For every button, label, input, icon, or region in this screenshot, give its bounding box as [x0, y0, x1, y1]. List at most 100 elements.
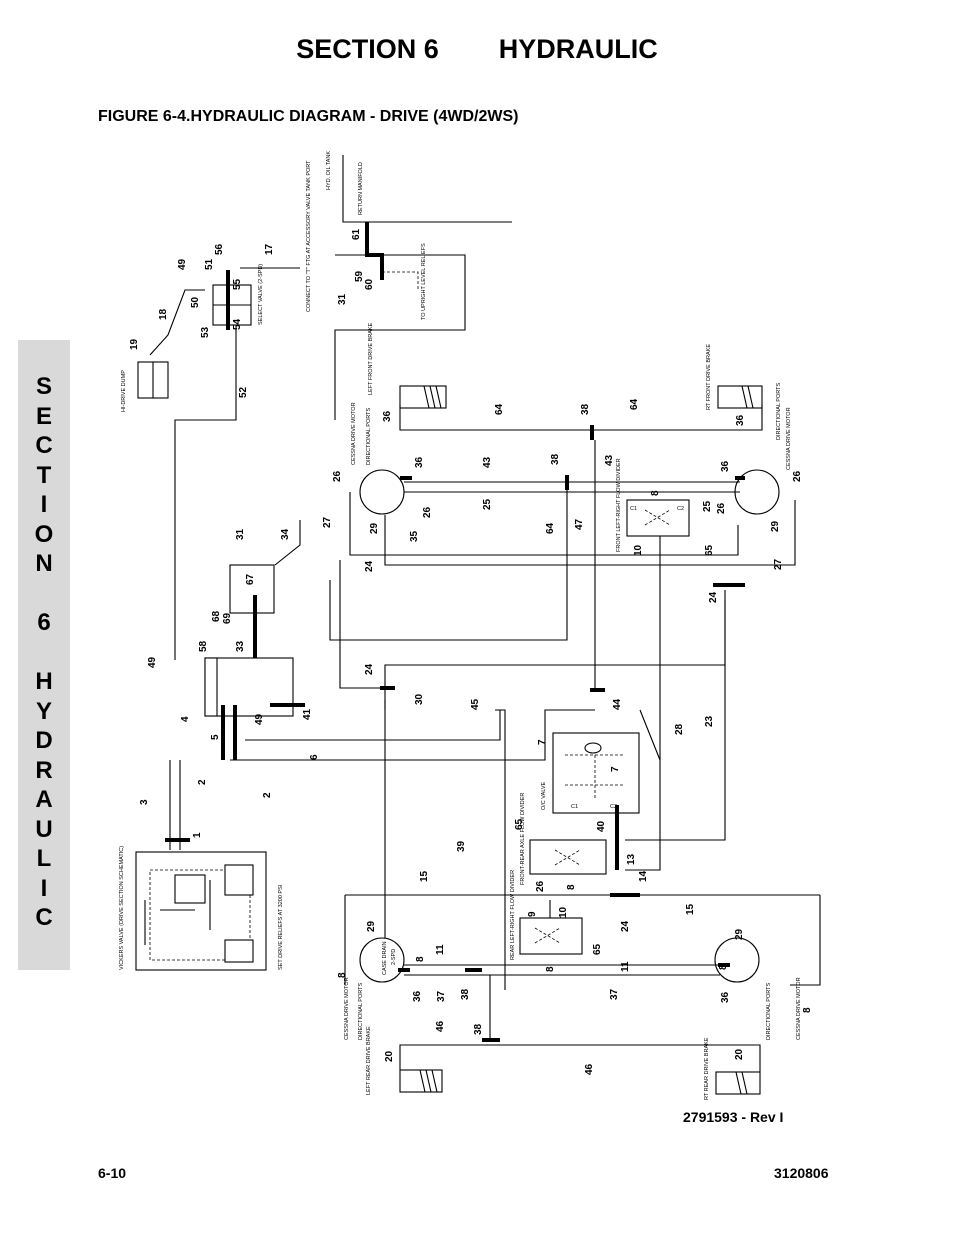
callout-8e: 8	[718, 964, 729, 970]
callout-36e: 36	[412, 990, 423, 1002]
select-valve-label: SELECT VALVE (2-SPD)	[258, 264, 264, 325]
callout-25b: 25	[702, 500, 713, 512]
callout-37b: 37	[609, 988, 620, 1000]
callout-7a: 7	[537, 739, 548, 745]
side-tab-letter: T	[36, 461, 52, 489]
line-24-right	[384, 590, 726, 710]
upright-level-line	[382, 271, 419, 290]
line-23	[625, 600, 726, 841]
set-relief-label: SET DRIVE RELIEFS AT 3200 PSI	[278, 884, 284, 970]
vickers-valve-label: VICKERS VALVE (DRIVE SECTION SCHEMATIC)	[119, 846, 125, 970]
callout-20a: 20	[384, 1050, 395, 1062]
callout-38d: 38	[473, 1023, 484, 1035]
callout-8g: 8	[802, 1007, 813, 1013]
callout-59: 59	[354, 270, 365, 282]
callout-19: 19	[129, 338, 140, 350]
line-64-mid	[329, 490, 568, 641]
callout-18: 18	[158, 308, 169, 320]
callout-49b: 49	[147, 656, 158, 668]
side-tab-letter: E	[35, 402, 52, 430]
hyd-oil-tank-label: HYD. OIL TANK	[326, 151, 332, 190]
callout-27b: 27	[773, 558, 784, 570]
callout-5: 5	[210, 734, 221, 740]
callout-27a: 27	[322, 516, 333, 528]
left-front-motor	[359, 469, 405, 515]
callout-29d: 29	[734, 928, 745, 940]
line-34	[274, 520, 301, 566]
callout-15a: 15	[419, 870, 430, 882]
callout-47: 47	[574, 518, 585, 530]
front-divider-c1: C1	[630, 506, 637, 512]
callout-45: 45	[470, 698, 481, 710]
callout-7b: 7	[610, 766, 621, 772]
pump-67	[229, 564, 275, 614]
section-name: HYDRAULIC	[498, 34, 658, 64]
callout-58: 58	[198, 640, 209, 652]
callout-43b: 43	[604, 454, 615, 466]
two-spd-label: 2-SPD	[391, 949, 397, 965]
callout-60: 60	[364, 278, 375, 290]
callout-39: 39	[456, 840, 467, 852]
callout-38a: 38	[580, 403, 591, 415]
rt-front-brake	[717, 385, 763, 409]
left-front-brake-label: LEFT FRONT DRIVE BRAKE	[368, 322, 374, 395]
case-drain-label: CASE DRAIN	[382, 941, 388, 975]
callout-46b: 46	[584, 1063, 595, 1075]
callout-49c: 49	[254, 713, 265, 725]
callout-9: 9	[527, 911, 538, 917]
callout-8b: 8	[566, 884, 577, 890]
callout-26b: 26	[792, 470, 803, 482]
line-39	[495, 709, 506, 990]
callout-41: 41	[302, 708, 313, 720]
side-tab-letter: 6	[37, 609, 51, 636]
callout-36c: 36	[414, 456, 425, 468]
callout-52: 52	[238, 386, 249, 398]
front-divider-label: FRONT LEFT-RIGHT FLOW DIVIDER	[616, 458, 622, 552]
line-35	[384, 500, 796, 566]
callout-13: 13	[626, 853, 637, 865]
rear-divider-body	[519, 917, 583, 955]
callout-38c: 38	[460, 988, 471, 1000]
right-rear-ports-label: DIRECTIONAL PORTS	[766, 983, 772, 1040]
tank-line	[342, 155, 512, 223]
callout-2b: 2	[262, 792, 273, 798]
line-64-brake	[399, 405, 763, 431]
select-valve: SELECT VALVE (2-SPD) HI-DRIVE DUMP	[121, 264, 300, 660]
oc-valve: O/C VALVE C1 C2	[541, 688, 640, 870]
callout-65a: 65	[704, 544, 715, 556]
callout-65c: 65	[592, 943, 603, 955]
callout-43a: 43	[482, 456, 493, 468]
line-46	[399, 1044, 761, 1072]
side-tab-letter: D	[35, 727, 53, 754]
line-24-left	[339, 560, 385, 689]
callout-36a: 36	[382, 410, 393, 422]
line-27	[349, 492, 739, 556]
left-rear-motor-label: CESSNA DRIVE MOTOR	[344, 977, 350, 1040]
callout-37a: 37	[436, 990, 447, 1002]
callout-49a: 49	[177, 258, 188, 270]
callout-numbers: 61 59 60 17 31 56 51 49 50 55 54 53 18 1…	[129, 228, 813, 1075]
callout-10a: 10	[633, 544, 644, 556]
hi-drive-dump-label: HI-DRIVE DUMP	[121, 370, 127, 412]
revision-number: 2791593 - Rev I	[683, 1109, 784, 1125]
return-manifold-label: RETURN MANIFOLD	[358, 162, 364, 215]
left-rear-ports-label: DIRECTIONAL PORTS	[358, 983, 364, 1040]
oc-valve-label: O/C VALVE	[541, 781, 547, 810]
side-tab-letter: N	[35, 550, 53, 577]
right-rear-motor-label: CESSNA DRIVE MOTOR	[796, 977, 802, 1040]
section-side-tab[interactable]: S E C T I O N 6 H Y D R A U L I C	[18, 340, 70, 970]
front-brakes: LEFT FRONT DRIVE BRAKE RT FRONT DRIVE BR…	[368, 322, 763, 440]
callout-8a: 8	[650, 490, 661, 496]
pump-block	[169, 520, 595, 850]
callout-65b: 65	[514, 818, 525, 830]
callout-36f: 36	[720, 991, 731, 1003]
rear-flow-divider: REAR LEFT-RIGHT FLOW DIVIDER	[510, 870, 583, 960]
callout-8d: 8	[545, 966, 556, 972]
callout-26a: 26	[332, 470, 343, 482]
side-tab-letter: I	[40, 874, 48, 902]
callout-67: 67	[245, 573, 256, 585]
callout-64a: 64	[494, 403, 505, 415]
callout-28: 28	[674, 723, 685, 735]
callout-50: 50	[190, 296, 201, 308]
document-number: 3120806	[774, 1165, 829, 1181]
